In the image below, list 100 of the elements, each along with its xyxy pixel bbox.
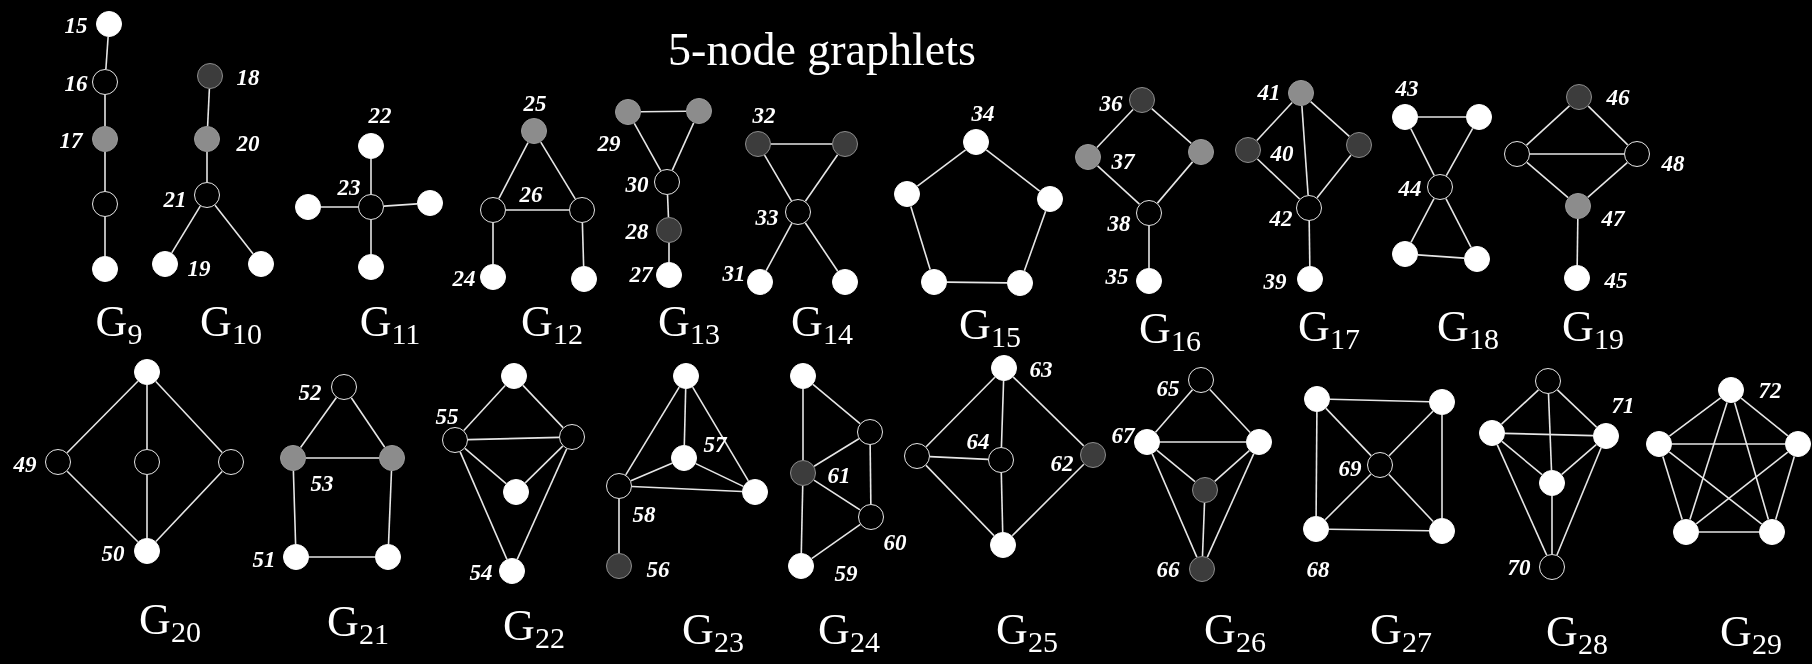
graph-edge: [105, 36, 109, 70]
orbit-number: 49: [13, 452, 37, 476]
graph-edge: [1561, 443, 1597, 476]
orbit-number: 66: [1156, 557, 1180, 581]
orbit-number: 63: [1029, 357, 1053, 381]
graph-edge: [916, 149, 967, 187]
graph-edge: [640, 110, 687, 113]
graph-edge: [459, 451, 508, 560]
graph-edge: [1012, 376, 1085, 447]
graph-edge: [813, 479, 861, 511]
graph-edge: [170, 205, 202, 254]
orbit-number: 45: [1604, 268, 1628, 292]
graph-edge: [1774, 455, 1796, 521]
graph-vertex: [921, 269, 947, 295]
graph-edge: [146, 384, 148, 450]
graph-vertex: [92, 256, 118, 282]
graph-edge: [804, 153, 839, 203]
graph-edge: [1156, 161, 1194, 204]
orbit-number: 60: [883, 530, 907, 554]
graph-edge: [630, 462, 673, 482]
graph-vertex: [1759, 519, 1785, 545]
graph-vertex: [1188, 139, 1214, 165]
graph-vertex: [1346, 132, 1372, 158]
graph-edge: [1671, 443, 1786, 445]
graph-edge: [1689, 401, 1728, 521]
graphlet-name: G$_{10}$: [200, 300, 262, 344]
graph-edge: [505, 209, 570, 211]
graph-edge: [1662, 455, 1683, 521]
graph-vertex: [790, 363, 816, 389]
graph-edge: [804, 222, 839, 272]
graph-edge: [1441, 414, 1443, 519]
graph-edge: [812, 383, 861, 425]
graph-edge: [1309, 100, 1351, 138]
orbit-number: 20: [236, 131, 260, 155]
graph-edge: [1256, 101, 1293, 142]
graphlet-name: G$_{28}$: [1546, 610, 1608, 654]
graph-edge: [463, 384, 506, 432]
graph-edge: [1501, 440, 1543, 476]
graph-edge: [1206, 453, 1255, 558]
graph-vertex: [1646, 431, 1672, 457]
orbit-number: 64: [966, 429, 990, 453]
graph-edge: [624, 386, 681, 476]
orbit-number: 42: [1269, 206, 1293, 230]
graph-edge: [66, 380, 139, 454]
graph-edge: [1695, 451, 1789, 525]
graph-edge: [1096, 108, 1134, 149]
graph-vertex: [134, 359, 160, 385]
graph-vertex: [248, 251, 274, 277]
orbit-number: 61: [827, 463, 851, 487]
graph-edge: [1417, 254, 1465, 259]
graph-vertex: [379, 445, 405, 471]
graph-edge: [1156, 449, 1196, 483]
orbit-number: 31: [722, 261, 746, 285]
diagram-title: 5-node graphlets: [668, 27, 976, 73]
graph-edge: [66, 470, 139, 543]
graph-edge: [691, 386, 750, 482]
graph-edge: [763, 154, 793, 202]
graph-vertex: [904, 443, 930, 469]
graphlet-name: G$_{21}$: [327, 600, 389, 644]
graph-edge: [1325, 407, 1372, 457]
graph-edge: [1547, 393, 1553, 471]
orbit-number: 23: [337, 175, 361, 199]
graph-vertex: [1535, 368, 1561, 394]
graph-edge: [1150, 107, 1193, 145]
graph-edge: [925, 464, 995, 537]
graph-edge: [370, 158, 372, 195]
graph-edge: [869, 444, 872, 505]
graph-edge: [800, 485, 804, 554]
graph-edge: [206, 151, 208, 183]
graph-vertex: [358, 254, 384, 280]
graph-vertex: [1304, 386, 1330, 412]
orbit-number: 18: [236, 65, 260, 89]
orbit-number: 36: [1099, 91, 1123, 115]
graph-edge: [985, 149, 1041, 192]
graphlet-name: G$_{11}$: [359, 300, 421, 344]
graph-edge: [1154, 389, 1194, 433]
graph-edge: [492, 222, 494, 265]
graph-edge: [387, 470, 393, 545]
graph-edge: [666, 194, 670, 218]
graph-edge: [1551, 495, 1553, 555]
orbit-number: 30: [625, 172, 649, 196]
graph-vertex: [832, 269, 858, 295]
orbit-number: 26: [519, 182, 543, 206]
graph-vertex: [686, 98, 712, 124]
graphlet-name: G$_{27}$: [1370, 608, 1432, 652]
orbit-number: 39: [1263, 269, 1287, 293]
orbit-number: 57: [703, 432, 727, 456]
orbit-number: 43: [1395, 76, 1419, 100]
graph-vertex: [1246, 429, 1272, 455]
graph-edge: [1504, 432, 1594, 437]
orbit-number: 32: [752, 103, 776, 127]
graph-edge: [1525, 105, 1571, 146]
graph-vertex: [569, 197, 595, 223]
graphlet-name: G$_{9}$: [95, 300, 143, 344]
graph-edge: [1529, 153, 1625, 155]
graph-edge: [539, 141, 577, 200]
graph-vertex: [218, 449, 244, 475]
graph-vertex: [1539, 470, 1565, 496]
graph-edge: [1556, 389, 1598, 428]
graph-edge: [929, 455, 989, 461]
